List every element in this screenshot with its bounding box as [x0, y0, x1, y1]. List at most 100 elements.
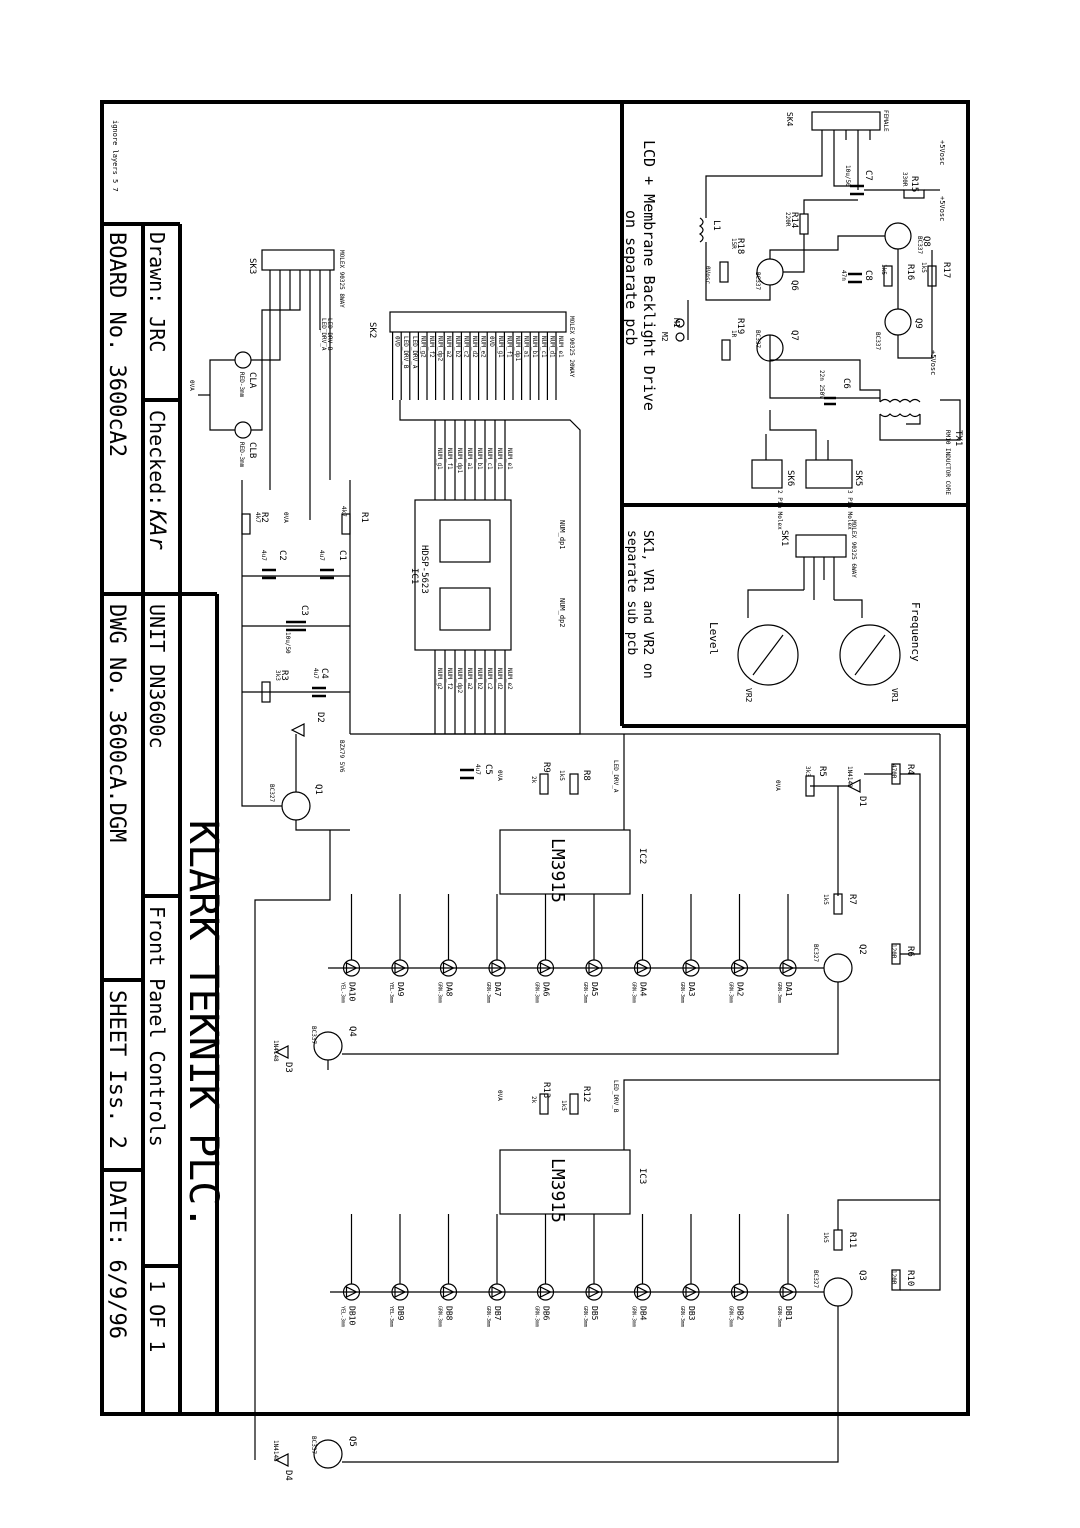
led-type: YEL-3mm: [340, 1306, 346, 1327]
svg-text:IC2: IC2: [637, 848, 647, 864]
svg-text:R7: R7: [847, 894, 857, 905]
drawn-label: Drawn: JRC: [145, 232, 169, 352]
sk2-pin-label: NUM_c2: [462, 336, 469, 358]
sheet-issue: SHEET Iss. 2: [104, 990, 129, 1149]
svg-text:MOLEX 90325 6WAY: MOLEX 90325 6WAY: [850, 520, 857, 578]
led-type: GRN-3mm: [631, 1306, 637, 1327]
svg-text:1N4148: 1N4148: [272, 1040, 279, 1062]
svg-text:10u/50: 10u/50: [844, 165, 851, 187]
svg-text:LED_DRV_A: LED_DRV_A: [320, 318, 327, 351]
sk2-connector: [389, 311, 567, 333]
digit-1: [439, 519, 491, 563]
svg-text:IC3: IC3: [637, 1168, 647, 1184]
led-type: GRN-3mm: [437, 982, 443, 1003]
r2: [241, 513, 251, 535]
ic1-pin-label-top: NUM_g1: [436, 448, 443, 470]
svg-text:C2: C2: [277, 550, 287, 561]
svg-text:BC327: BC327: [812, 1270, 819, 1288]
sk1-connector: [795, 534, 847, 558]
led-type: GRN-3mm: [437, 1306, 443, 1327]
d3-diode: [274, 1045, 289, 1059]
q1: [281, 791, 311, 821]
svg-text:C1: C1: [337, 550, 347, 561]
led-label: DB4: [639, 1306, 648, 1321]
cla-led: [234, 351, 252, 369]
svg-text:Q5: Q5: [347, 1436, 357, 1447]
svg-text:+5Vosc: +5Vosc: [938, 140, 946, 165]
ic1-pin-label-top: NUM_a1: [466, 448, 473, 470]
r8: [569, 773, 579, 795]
svg-text:Q9: Q9: [913, 318, 923, 329]
svg-text:3k3: 3k3: [274, 670, 281, 681]
led-label: DA9: [396, 982, 405, 997]
led-type: GRN-3mm: [728, 982, 734, 1003]
sk4-connector: [811, 111, 881, 131]
svg-text:3 Pin Molex: 3 Pin Molex: [846, 490, 853, 530]
svg-text:4u7: 4u7: [260, 550, 267, 561]
svg-text:VR2: VR2: [744, 688, 753, 703]
svg-text:R18: R18: [735, 238, 745, 254]
svg-text:R15: R15: [909, 176, 919, 192]
sk2-pin-label: LED_DRV_A: [411, 336, 418, 369]
svg-text:SK3: SK3: [247, 258, 257, 274]
tx1-primary: [879, 398, 921, 403]
r9: [539, 773, 549, 795]
svg-text:IC1: IC1: [409, 568, 419, 584]
svg-text:2k: 2k: [530, 1096, 537, 1104]
r10: [891, 1269, 901, 1291]
sheet-of: 1 OF 1: [145, 1280, 169, 1352]
m2-mounting: [675, 332, 685, 342]
ic3-lm3915: [499, 1149, 631, 1215]
led-label: DB8: [445, 1306, 454, 1321]
sk2-pin-label: NUM_b2: [454, 336, 461, 358]
sk2-pin-label: 0VD: [394, 336, 401, 347]
company-name: KLARK TEKNIK PLC.: [180, 820, 226, 1229]
svg-text:D3: D3: [283, 1062, 293, 1073]
svg-text:1R: 1R: [730, 330, 737, 338]
r11: [833, 1229, 843, 1251]
svg-text:C8: C8: [863, 270, 873, 281]
svg-text:CLB: CLB: [247, 442, 257, 458]
svg-text:1k5: 1k5: [560, 1100, 567, 1111]
r16: [883, 265, 893, 287]
tx1-secondary: [879, 413, 921, 418]
r18: [719, 261, 729, 283]
led-type: GRN-3mm: [776, 982, 782, 1003]
svg-text:R2: R2: [259, 512, 269, 523]
svg-text:BC337: BC337: [310, 1436, 317, 1454]
svg-text:R13: R13: [541, 1082, 551, 1098]
q9: [884, 308, 912, 336]
svg-text:1k5: 1k5: [822, 894, 829, 905]
svg-text:22n 250V: 22n 250V: [818, 370, 825, 399]
sk2-pin-label: NUM_a1: [523, 336, 530, 358]
led-label: DB6: [542, 1306, 551, 1321]
svg-text:SK1: SK1: [779, 530, 789, 546]
svg-text:D1: D1: [857, 796, 867, 807]
svg-text:0VA: 0VA: [774, 780, 781, 791]
svg-text:1k5: 1k5: [880, 264, 887, 275]
led-label: DB7: [493, 1306, 502, 1321]
drawing-title: Front Panel Controls: [145, 906, 169, 1147]
led-label: DA10: [348, 982, 357, 1001]
led-type: YEL-3mm: [388, 1306, 394, 1327]
ic1-pin-label-top: NUM_f1: [446, 448, 453, 470]
led-label: DA2: [736, 982, 745, 997]
svg-text:R1: R1: [359, 512, 369, 523]
svg-text:Q4: Q4: [347, 1026, 357, 1037]
sk2-pin-label: NUM_d1: [548, 336, 555, 358]
svg-text:1N4148: 1N4148: [846, 766, 853, 788]
ic1-pin-label-top: NUM_d1: [496, 448, 503, 470]
svg-text:R10: R10: [905, 1270, 915, 1286]
ic1-pin-label-top: NUM_dp1: [456, 448, 463, 474]
q2: [823, 953, 853, 983]
sk2-pin-label: NUM_d2: [471, 336, 478, 358]
svg-text:1k5: 1k5: [558, 770, 565, 781]
svg-text:1k5: 1k5: [920, 262, 927, 273]
